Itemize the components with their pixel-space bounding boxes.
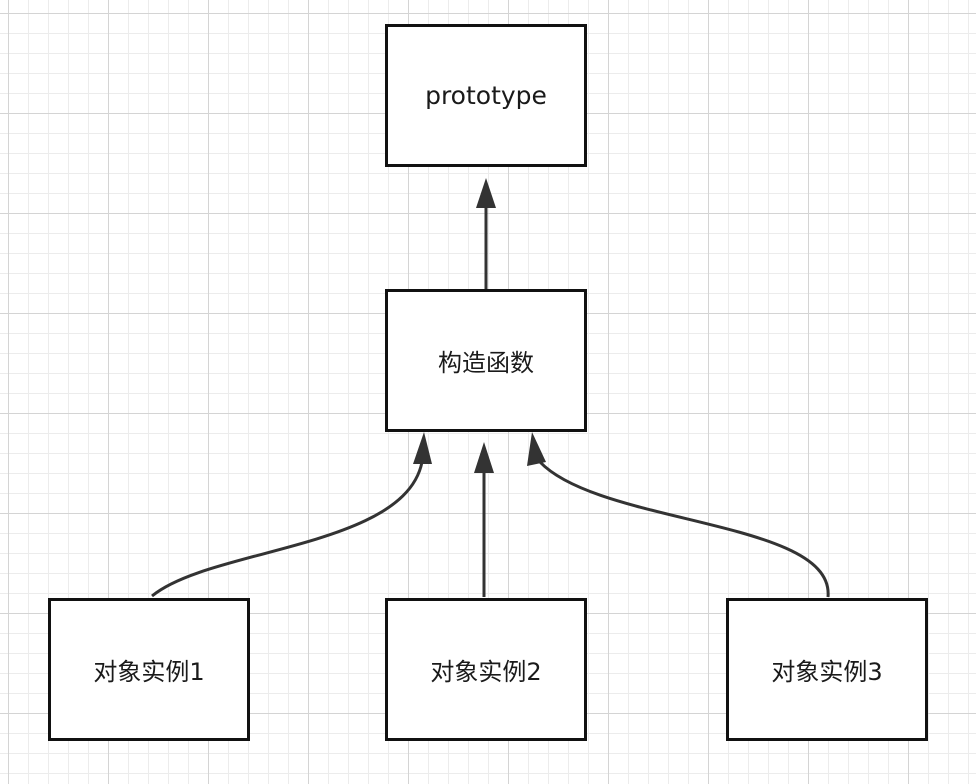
prototype-label: prototype [425, 81, 547, 110]
edge-instance3-to-constructor [538, 460, 830, 598]
edge-instance1-to-constructor [151, 461, 424, 598]
instance1-label: 对象实例1 [93, 658, 205, 686]
arrowhead-instance1-icon [413, 432, 432, 464]
constructor-label: 构造函数 [438, 349, 534, 377]
instance3-label: 对象实例3 [771, 658, 883, 686]
instance2-label: 对象实例2 [430, 658, 542, 686]
prototype-box[interactable]: prototype [385, 24, 587, 167]
arrowhead-prototype-icon [476, 178, 496, 208]
arrowhead-instance3-icon [527, 432, 546, 466]
constructor-box[interactable]: 构造函数 [385, 289, 587, 432]
instance2-box[interactable]: 对象实例2 [385, 598, 587, 741]
instance3-box[interactable]: 对象实例3 [726, 598, 928, 741]
instance1-box[interactable]: 对象实例1 [48, 598, 250, 741]
arrowhead-instance2-icon [474, 442, 494, 473]
